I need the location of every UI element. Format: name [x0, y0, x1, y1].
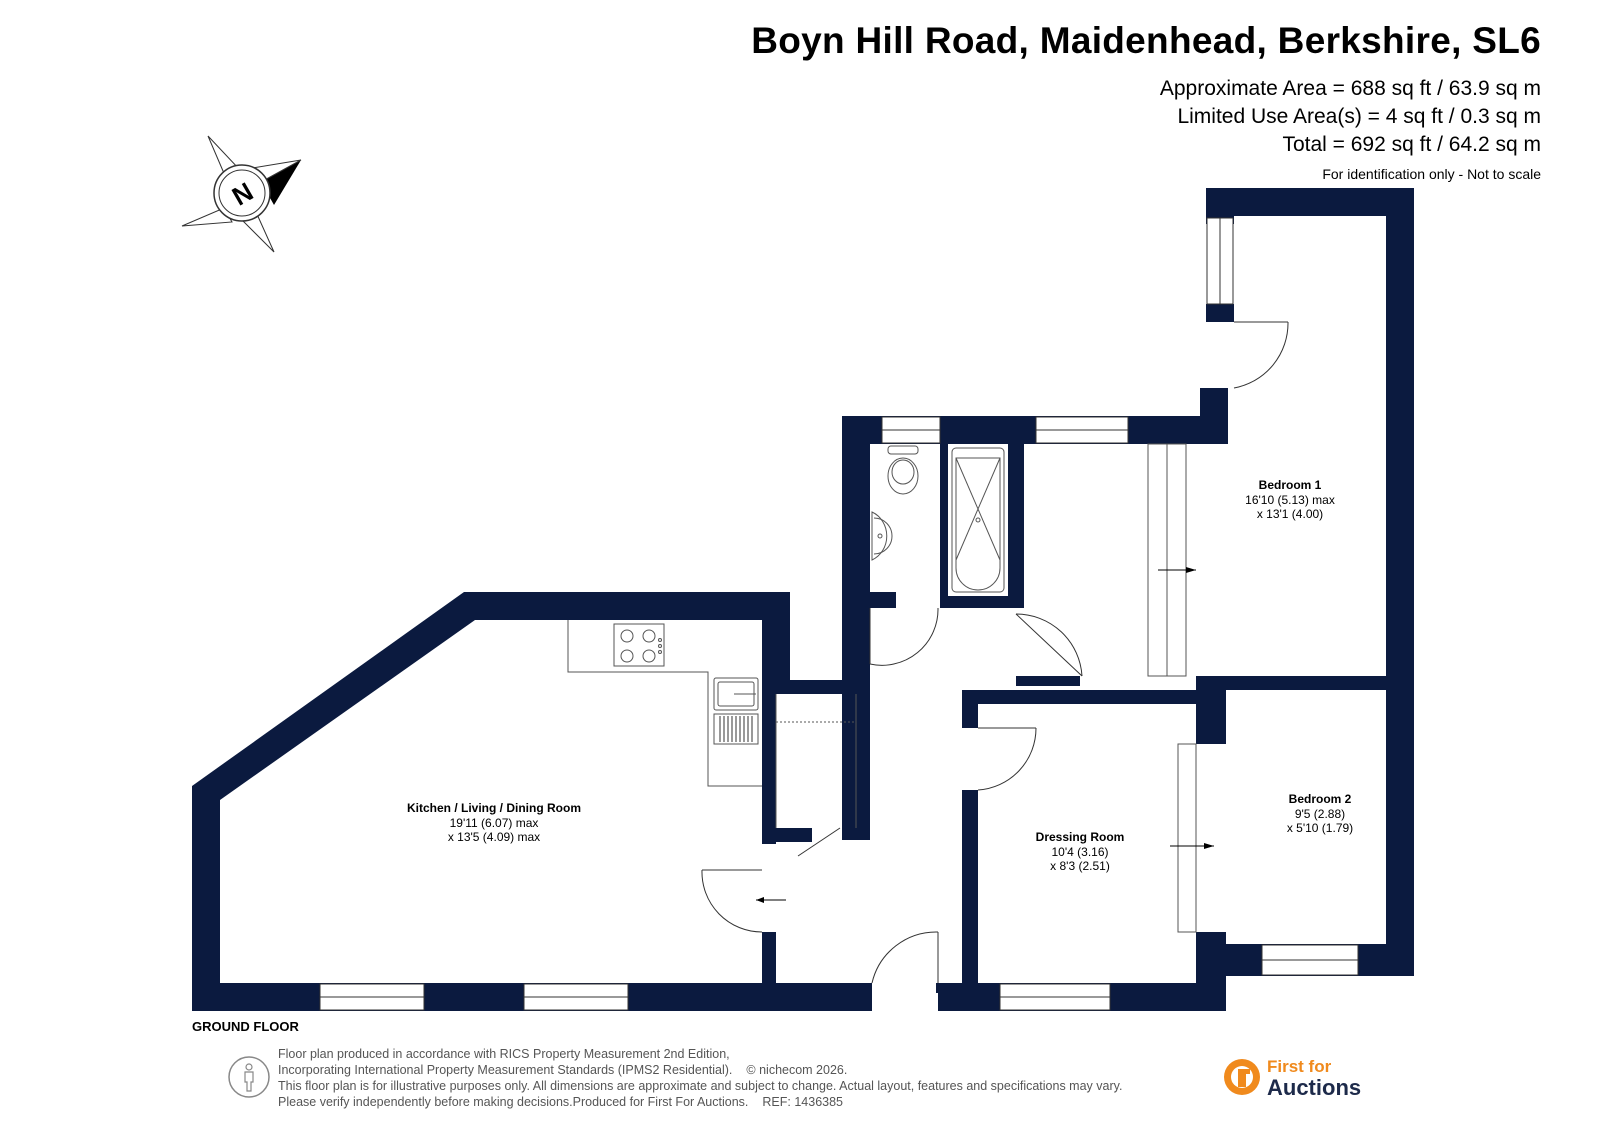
footer-line4-row: Please verify independently before makin…: [278, 1094, 1122, 1110]
footer-line1: Floor plan produced in accordance with R…: [278, 1047, 730, 1061]
footer-line2-row: Incorporating International Property Mea…: [278, 1062, 1122, 1078]
bedroom1-dim2: x 13'1 (4.00): [1257, 507, 1323, 521]
room-label-bedroom1: Bedroom 1 16'10 (5.13) max x 13'1 (4.00): [1245, 478, 1335, 521]
wardrobes: [1147, 443, 1214, 933]
hob-icon: [613, 623, 665, 667]
room-label-bedroom2: Bedroom 2 9'5 (2.88) x 5'10 (1.79): [1287, 792, 1353, 835]
basin-icon: [871, 511, 888, 561]
walls: [192, 188, 1414, 1011]
dressing-dim2: x 8'3 (2.51): [1050, 859, 1110, 873]
footer-line4: Please verify independently before makin…: [278, 1095, 749, 1109]
room-label-kitchen: Kitchen / Living / Dining Room 19'11 (6.…: [407, 801, 581, 844]
bedroom1-name: Bedroom 1: [1259, 478, 1322, 492]
bedroom1-dim1: 16'10 (5.13) max: [1245, 493, 1335, 507]
kitchen-name: Kitchen / Living / Dining Room: [407, 801, 581, 815]
toilet-icon: [887, 457, 919, 495]
dressing-name: Dressing Room: [1036, 830, 1125, 844]
total-area: Total = 692 sq ft / 64.2 sq m: [1282, 133, 1541, 156]
logo-text-first-for: First for: [1267, 1057, 1332, 1076]
footer-ref: REF: 1436385: [762, 1095, 843, 1109]
first-for-auctions-logo: First for Auctions: [1222, 1057, 1402, 1101]
sink-icon: [713, 677, 759, 711]
doors: [701, 321, 1289, 984]
footer-disclaimer: Floor plan produced in accordance with R…: [278, 1046, 1122, 1110]
kitchen-dim2: x 13'5 (4.09) max: [448, 830, 540, 844]
room-label-dressing: Dressing Room 10'4 (3.16) x 8'3 (2.51): [1036, 830, 1125, 873]
bedroom2-dim2: x 5'10 (1.79): [1287, 821, 1353, 835]
drainer-icon: [713, 713, 759, 745]
logo-text-auctions: Auctions: [1267, 1075, 1362, 1100]
property-title: Boyn Hill Road, Maidenhead, Berkshire, S…: [751, 20, 1541, 61]
bath-icon: [951, 447, 1005, 593]
windows: [319, 217, 1359, 1011]
kitchen-walls: [192, 592, 790, 1011]
floor-label: GROUND FLOOR: [192, 1019, 299, 1034]
person-scale-icon: [228, 1056, 270, 1098]
footer-line3: This floor plan is for illustrative purp…: [278, 1079, 1123, 1093]
first-for-auctions-logo-icon: [1224, 1059, 1260, 1095]
bathroom-fixtures: [871, 445, 1005, 593]
kitchen-fixtures: [567, 620, 857, 903]
limited-use-area: Limited Use Area(s) = 4 sq ft / 0.3 sq m: [1177, 105, 1541, 128]
dressing-dim1: 10'4 (3.16): [1052, 845, 1109, 859]
approximate-area: Approximate Area = 688 sq ft / 63.9 sq m: [1159, 77, 1541, 100]
identification-note: For identification only - Not to scale: [1322, 166, 1541, 182]
bedroom2-dim1: 9'5 (2.88): [1295, 807, 1345, 821]
bedroom2-name: Bedroom 2: [1289, 792, 1352, 806]
footer-line2: Incorporating International Property Mea…: [278, 1063, 733, 1077]
north-compass-icon: N: [181, 135, 302, 253]
kitchen-dim1: 19'11 (6.07) max: [450, 816, 539, 830]
footer-copyright: © nichecom 2026.: [746, 1063, 848, 1077]
